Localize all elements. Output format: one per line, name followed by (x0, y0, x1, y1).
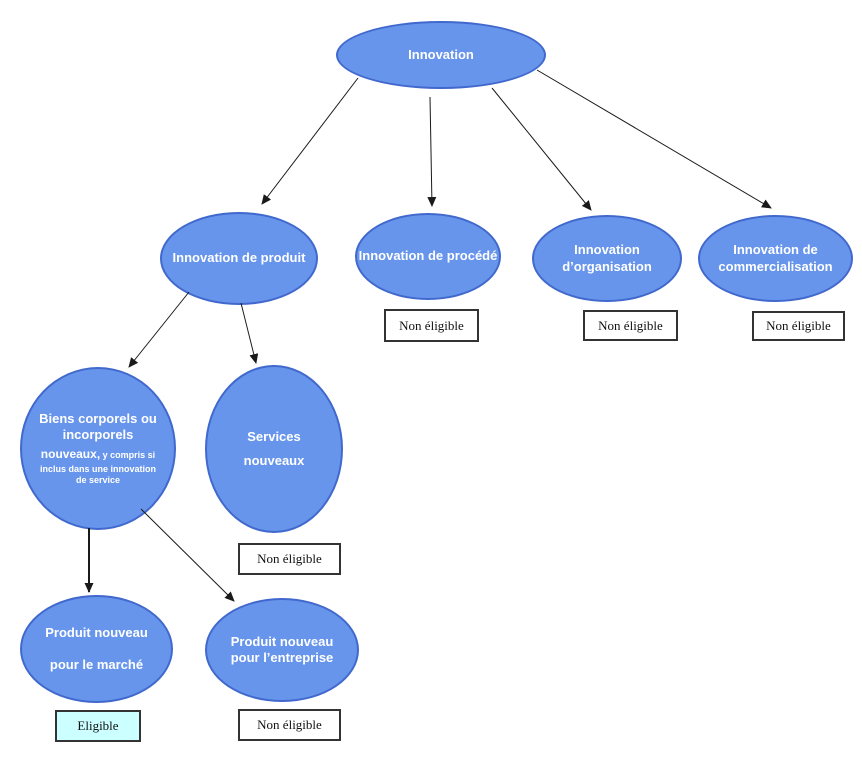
node-innovation-organisation: Innovation d’organisation (532, 215, 682, 302)
node-entreprise-line1: Produit nouveau (230, 633, 334, 649)
node-procede-label: Innovation de procédé (358, 248, 498, 264)
label-non-eligible-services: Non éligible (238, 543, 341, 575)
node-biens-line2: incorporels (62, 427, 134, 443)
label-non-eligible-procede: Non éligible (384, 309, 479, 342)
node-organisation-line1: Innovation (574, 242, 640, 258)
arrow-innovation-to-commercialisation (536, 69, 772, 209)
node-biens-line5: de service (75, 474, 121, 485)
node-entreprise-line2: pour l’entreprise (230, 650, 334, 665)
arrow-produit-to-services (240, 302, 259, 364)
label-non-eligible-entreprise: Non éligible (238, 709, 341, 741)
node-biens-line4: inclus dans une innovation (39, 463, 156, 474)
node-biens-line3a: nouveaux, (40, 446, 101, 461)
node-biens-line3: nouveaux, y compris si (41, 444, 155, 464)
label-eligible-marche: Eligible (55, 710, 141, 742)
node-innovation-label: Innovation (408, 46, 474, 62)
node-produit-label: Innovation de produit (172, 250, 306, 266)
node-innovation-de-procede: Innovation de procédé (355, 213, 501, 300)
node-services-line1: Services (247, 428, 301, 444)
label-non-eligible-commercialisation: Non éligible (752, 311, 845, 341)
node-biens-line3b: y compris si (100, 449, 156, 460)
arrow-innovation-to-produit (261, 77, 359, 205)
arrow-produit-to-biens (128, 291, 190, 368)
arrow-innovation-to-organisation (491, 87, 592, 211)
node-marche-line1: Produit nouveau (45, 624, 148, 640)
node-innovation-de-commercialisation: Innovation de commercialisation (698, 215, 853, 302)
node-commercialisation-line1: Innovation de (733, 242, 818, 258)
arrow-innovation-to-procede (427, 96, 437, 207)
arrow-biens-to-entreprise (140, 508, 235, 602)
node-marche-line2: pour le marché (49, 657, 144, 672)
node-produit-nouveau-entreprise: Produit nouveau pour l’entreprise (205, 598, 359, 702)
node-commercialisation-line2: commercialisation (718, 258, 833, 274)
node-innovation-de-produit: Innovation de produit (160, 212, 318, 305)
node-innovation: Innovation (336, 21, 546, 89)
node-biens-corporels: Biens corporels ou incorporels nouveaux,… (20, 367, 176, 530)
node-produit-nouveau-marche: Produit nouveau pour le marché (20, 595, 173, 703)
node-organisation-line2: d’organisation (562, 258, 652, 274)
node-services-line2: nouveaux (243, 453, 305, 468)
label-non-eligible-organisation: Non éligible (583, 310, 678, 341)
node-services-nouveaux: Services nouveaux (205, 365, 343, 533)
node-biens-line1: Biens corporels ou (39, 411, 157, 426)
